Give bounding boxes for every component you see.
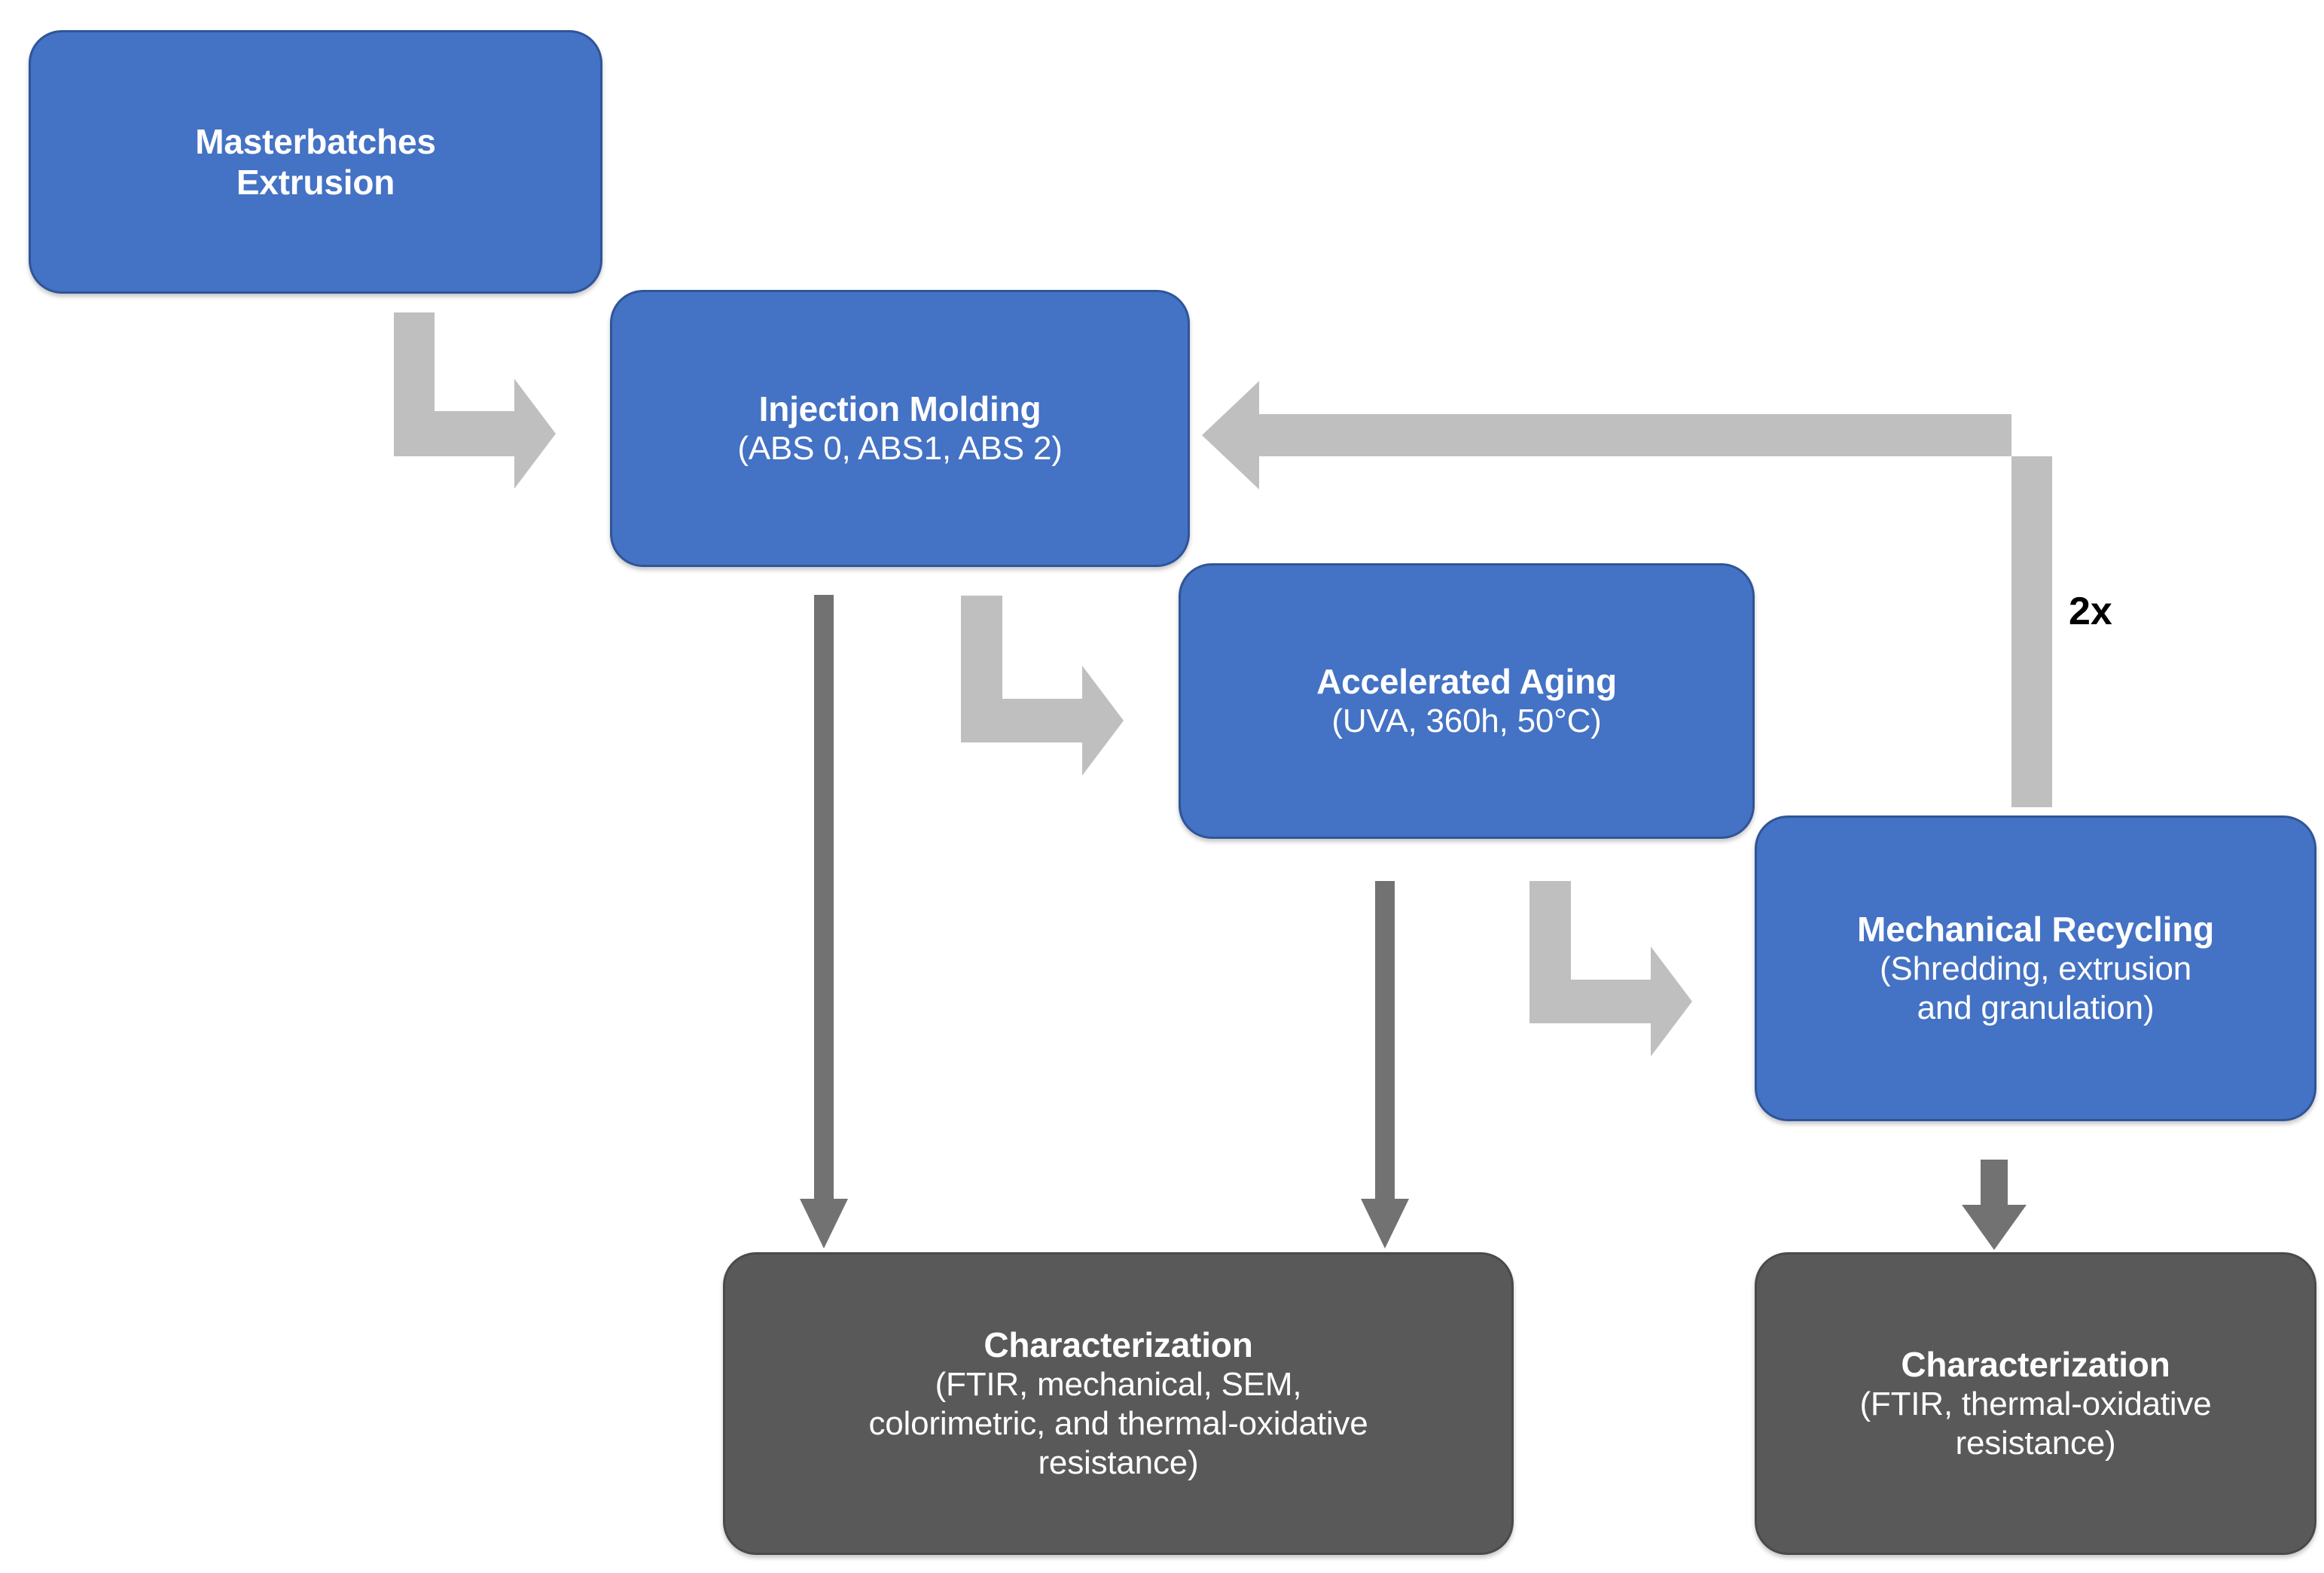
node-subtitle: (ABS 0, ABS1, ABS 2) (737, 430, 1063, 468)
arrow-injection-to-aging (961, 596, 1124, 776)
node-subtitle: (FTIR, thermal-oxidative resistance) (1859, 1386, 2212, 1462)
node-title: Mechanical Recycling (1856, 909, 2215, 949)
node-subtitle: (FTIR, mechanical, SEM, colorimetric, an… (868, 1366, 1368, 1482)
node-title: Masterbatches Extrusion (195, 121, 436, 202)
node-title: Injection Molding (758, 389, 1042, 428)
node-subtitle: (Shredding, extrusion and granulation) (1879, 950, 2192, 1027)
node-title: Accelerated Aging (1316, 661, 1617, 701)
arrow-masterbatches-to-injection (394, 312, 556, 489)
node-title: Characterization (984, 1325, 1253, 1364)
node-injection-molding[interactable]: Injection Molding (ABS 0, ABS1, ABS 2) (610, 290, 1190, 567)
node-characterization-left[interactable]: Characterization (FTIR, mechanical, SEM,… (723, 1252, 1514, 1555)
node-mechanical-recycling[interactable]: Mechanical Recycling (Shredding, extrusi… (1755, 815, 2316, 1121)
arrow-aging-to-recycling (1530, 881, 1692, 1056)
node-title: Characterization (1901, 1344, 2170, 1384)
recycle-loop-count-label: 2x (2069, 590, 2112, 633)
node-accelerated-aging[interactable]: Accelerated Aging (UVA, 360h, 50°C) (1179, 563, 1755, 839)
node-subtitle: (UVA, 360h, 50°C) (1331, 703, 1602, 740)
arrow-injection-to-characterization-left (800, 595, 848, 1248)
arrow-recycling-to-characterization-right (1962, 1160, 2027, 1250)
node-characterization-right[interactable]: Characterization (FTIR, thermal-oxidativ… (1755, 1252, 2316, 1555)
arrow-aging-to-characterization-left (1361, 881, 1409, 1248)
node-masterbatches-extrusion[interactable]: Masterbatches Extrusion (29, 30, 602, 294)
